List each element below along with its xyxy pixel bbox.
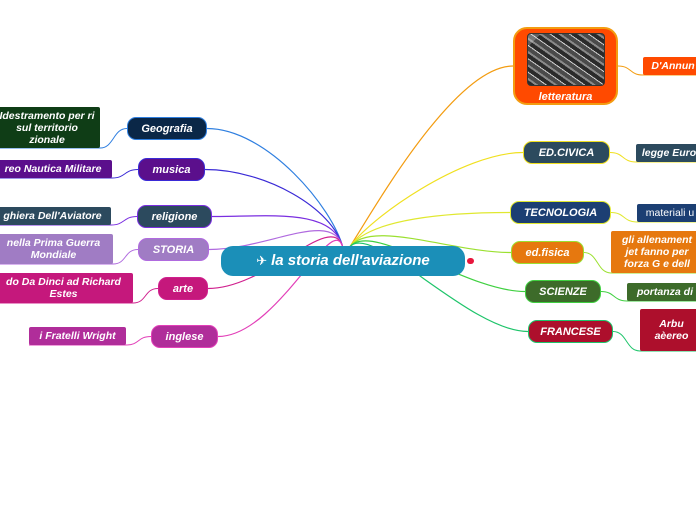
leaf-label: nella Prima Guerra Mondiale bbox=[6, 237, 101, 261]
branch-francese[interactable]: FRANCESE bbox=[528, 320, 613, 343]
leaf-label: reo Nautica Militare bbox=[4, 163, 102, 175]
leaf-connector-n-edcivica bbox=[609, 152, 696, 163]
leaf-label: i Fratelli Wright bbox=[39, 330, 116, 342]
connector-n-francese bbox=[348, 242, 529, 333]
leaf-label: ghiera Dell'Aviatore bbox=[3, 210, 102, 222]
leaf-connector-n-inglese bbox=[29, 336, 152, 346]
branch-religione[interactable]: religione bbox=[137, 205, 212, 228]
branch-label: ed.fisica bbox=[525, 246, 570, 259]
connector-n-religione bbox=[211, 215, 344, 249]
connector-n-tecnologia bbox=[348, 211, 511, 249]
leaf-connector-n-musica bbox=[0, 169, 139, 179]
leaf-label: legge Euro bbox=[641, 147, 696, 159]
connector-n-edcivica bbox=[348, 151, 524, 249]
airplane-pilot-icon: ✈ bbox=[256, 253, 268, 268]
branch-label: TECNOLOGIA bbox=[523, 206, 598, 219]
leaf-label: materiali u bbox=[645, 207, 695, 219]
leaf-connector-n-tecnologia bbox=[610, 212, 696, 223]
branch-ed-civica[interactable]: ED.CIVICA bbox=[523, 141, 610, 164]
leaf-label: Arbu aèereo bbox=[654, 318, 689, 342]
connector-n-inglese bbox=[217, 239, 344, 338]
leaf-label: do Da Dinci ad Richard Estes bbox=[6, 276, 121, 300]
collapse-handle[interactable] bbox=[467, 258, 474, 264]
leaf-letteratura[interactable]: D'Annun bbox=[643, 57, 696, 75]
branch-musica[interactable]: musica bbox=[138, 158, 205, 181]
leaf-connector-n-storia bbox=[0, 249, 139, 265]
leaf-ed-civica[interactable]: legge Euro bbox=[636, 144, 696, 162]
leaf-label: gli allenament jet fanno per forza G e d… bbox=[621, 234, 693, 270]
branch-letteratura[interactable]: letteratura bbox=[513, 27, 618, 105]
central-topic-label: la storia dell'aviazione bbox=[271, 252, 430, 269]
leaf-musica[interactable]: reo Nautica Militare bbox=[0, 160, 112, 178]
branch-storia[interactable]: STORIA bbox=[138, 238, 209, 261]
branch-label: STORIA bbox=[152, 243, 195, 256]
leaf-connector-n-scienze bbox=[600, 291, 696, 302]
leaf-francese[interactable]: Arbu aèereo bbox=[640, 309, 696, 351]
connector-n-letteratura bbox=[348, 65, 514, 249]
branch-label: musica bbox=[152, 163, 191, 176]
branch-label: FRANCESE bbox=[540, 325, 601, 338]
leaf-geografia[interactable]: Idestramento per ri sul territorio ziona… bbox=[0, 107, 100, 148]
branch-inglese[interactable]: inglese bbox=[151, 325, 218, 348]
connector-n-edfisica bbox=[348, 235, 512, 254]
leaf-scienze[interactable]: portanza di bbox=[627, 283, 696, 301]
branch-arte[interactable]: arte bbox=[158, 277, 208, 300]
branch-label: letteratura bbox=[538, 91, 593, 103]
leaf-inglese[interactable]: i Fratelli Wright bbox=[29, 327, 126, 345]
connector-n-musica bbox=[204, 168, 344, 249]
leaf-ed-fisica[interactable]: gli allenament jet fanno per forza G e d… bbox=[611, 231, 696, 273]
branch-label: SCIENZE bbox=[539, 285, 587, 298]
leaf-storia[interactable]: nella Prima Guerra Mondiale bbox=[0, 234, 113, 264]
branch-label: inglese bbox=[165, 330, 204, 343]
leaf-label: portanza di bbox=[636, 286, 693, 298]
leaf-religione[interactable]: ghiera Dell'Aviatore bbox=[0, 207, 111, 225]
city-photo-image bbox=[526, 33, 605, 86]
leaf-connector-n-letteratura bbox=[617, 65, 696, 76]
leaf-arte[interactable]: do Da Dinci ad Richard Estes bbox=[0, 273, 133, 303]
branch-label: religione bbox=[151, 210, 198, 223]
branch-tecnologia[interactable]: TECNOLOGIA bbox=[510, 201, 611, 224]
branch-ed-fisica[interactable]: ed.fisica bbox=[511, 241, 584, 264]
leaf-connector-n-arte bbox=[0, 288, 159, 304]
branch-label: Geografia bbox=[141, 122, 193, 135]
leaf-label: D'Annun bbox=[651, 60, 695, 72]
leaf-connector-n-geografia bbox=[0, 128, 128, 149]
leaf-connector-n-religione bbox=[0, 216, 138, 226]
central-topic[interactable]: ✈ la storia dell'aviazione bbox=[221, 246, 465, 276]
leaf-tecnologia[interactable]: materiali u bbox=[637, 204, 696, 222]
branch-scienze[interactable]: SCIENZE bbox=[525, 280, 601, 303]
leaf-connector-n-edfisica bbox=[583, 252, 696, 274]
connector-n-geografia bbox=[206, 127, 344, 249]
leaf-label: Idestramento per ri sul territorio ziona… bbox=[0, 109, 95, 146]
branch-geografia[interactable]: Geografia bbox=[127, 117, 207, 140]
branch-label: ED.CIVICA bbox=[538, 146, 595, 159]
branch-label: arte bbox=[172, 282, 194, 295]
leaf-connector-n-francese bbox=[612, 331, 696, 352]
